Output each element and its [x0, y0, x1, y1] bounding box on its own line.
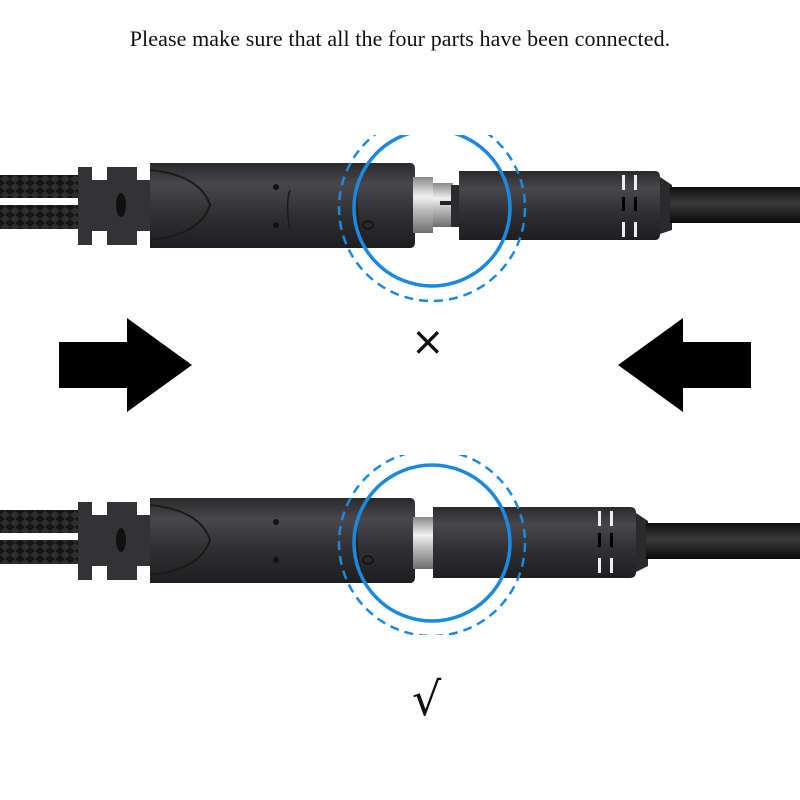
scene-disconnected — [0, 135, 800, 315]
cable-illustration-connected — [0, 455, 800, 635]
incorrect-mark-icon: × — [411, 319, 445, 365]
scene-connected — [0, 455, 800, 635]
cable-illustration-disconnected — [0, 135, 800, 303]
arrow-left-icon — [618, 318, 751, 412]
arrow-right-icon — [59, 318, 192, 412]
correct-mark-icon: √ — [412, 672, 442, 726]
instruction-caption: Please make sure that all the four parts… — [129, 26, 671, 51]
